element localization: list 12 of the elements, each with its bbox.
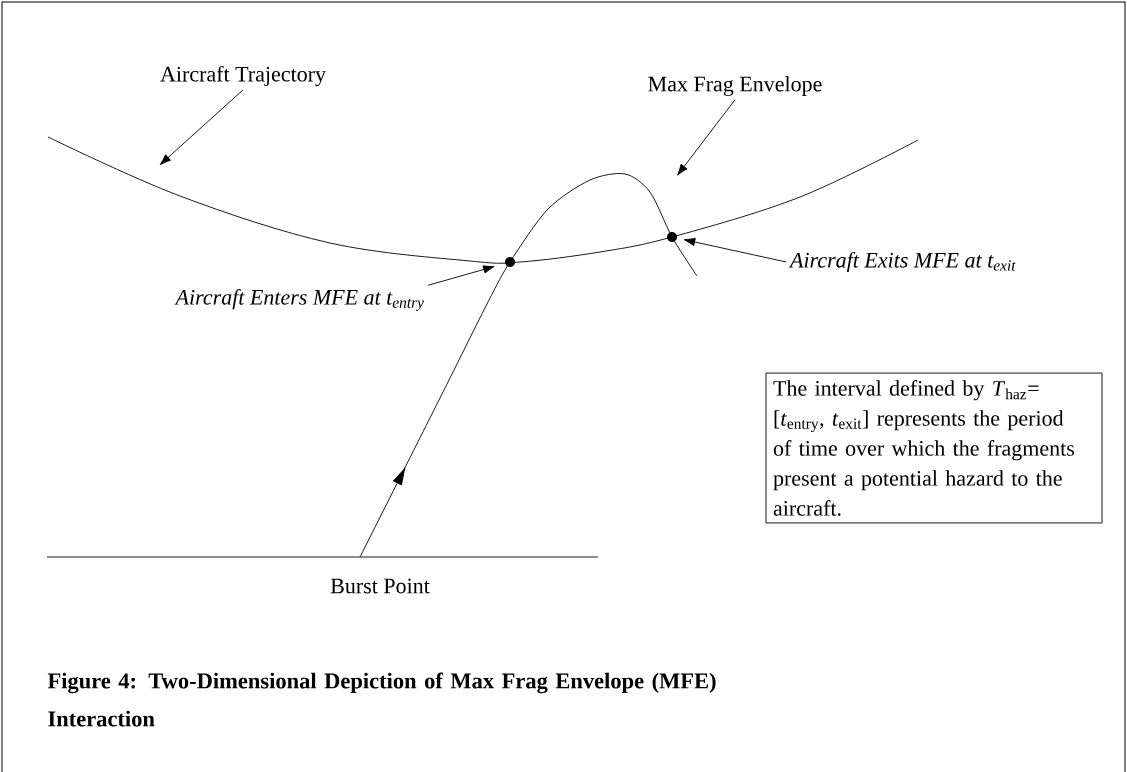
axis-label: Burst Point: [330, 578, 430, 594]
leader-arrow: [159, 89, 244, 166]
leader-arrow: [427, 265, 495, 286]
note-box: The interval defined by T$_{haz}$= [t$_{entry}$, t$_{exit}$] represents the period of time over which the fragments present a potential hazard to the aircraft.: [765, 372, 1103, 524]
callout-text: Aircraft Exits MFE at t$_{exit}$: [788, 251, 1016, 273]
label-text: Max Frag Envelope: [648, 76, 822, 96]
label-text: Aircraft Trajectory: [160, 65, 326, 87]
figure-caption: Figure 4: Two-Dimensional Depiction of Max Frag Envelope (MFE) Interaction: [47, 672, 716, 727]
envelope-curve: [359, 173, 698, 558]
leader-arrow: [677, 99, 736, 176]
callout-text: Aircraft Enters MFE at t$_{entry}$: [174, 289, 424, 311]
leader-arrow: [683, 237, 787, 263]
